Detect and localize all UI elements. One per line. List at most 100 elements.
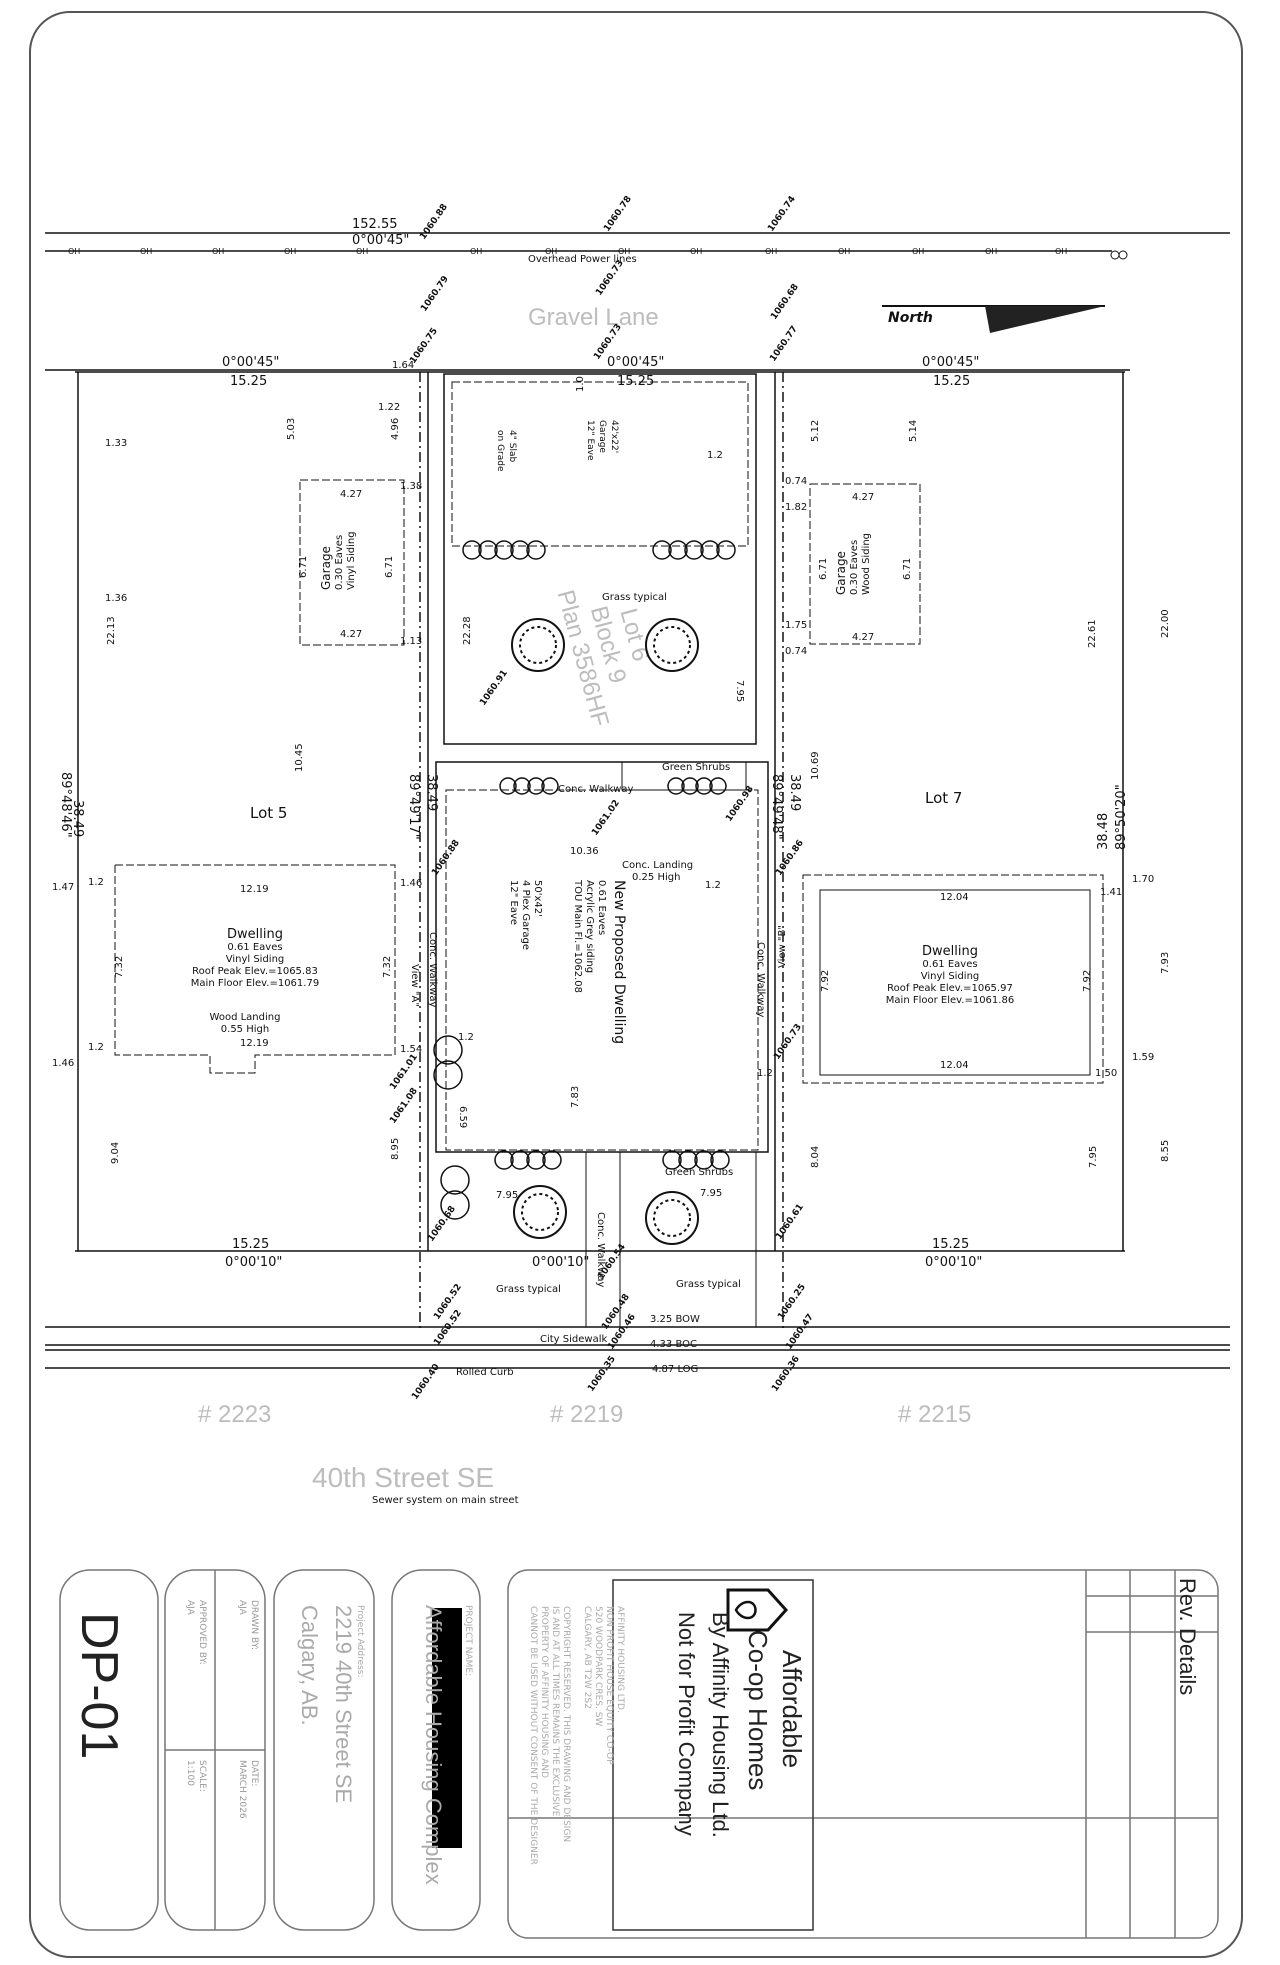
svg-text:Roof Peak Elev.=1065.97: Roof Peak Elev.=1065.97 (887, 983, 1013, 994)
svg-text:1.46: 1.46 (52, 1058, 74, 1069)
svg-text:North: North (888, 310, 933, 326)
svg-text:# 2215: # 2215 (898, 1401, 971, 1428)
title-block (59, 1569, 1219, 1939)
svg-text:Vinyl Siding: Vinyl Siding (346, 531, 357, 590)
svg-text:0°00'45": 0°00'45" (922, 355, 979, 370)
boundary-dimensions: 0°00'45" 15.25 0°00'45" 15.25 0°00'45" 1… (222, 355, 982, 1270)
svg-text:89°50'20": 89°50'20" (1114, 784, 1129, 850)
property-lines (75, 371, 1125, 1330)
svg-text:0°00'10": 0°00'10" (225, 1255, 282, 1270)
lot-7-label: Lot 7 (925, 789, 962, 807)
svg-text:Acrylic Grey siding: Acrylic Grey siding (584, 880, 595, 973)
svg-text:1.2: 1.2 (757, 1068, 773, 1079)
svg-text:OH: OH (985, 247, 997, 256)
svg-text:1060.25: 1060.25 (776, 1282, 808, 1321)
svg-text:Conc. Landing: Conc. Landing (622, 860, 693, 871)
svg-text:OH: OH (545, 247, 557, 256)
svg-text:SCALE:: SCALE: (197, 1760, 207, 1792)
svg-text:OH: OH (618, 247, 630, 256)
svg-text:15.25: 15.25 (933, 374, 970, 389)
svg-text:OH: OH (356, 247, 368, 256)
lot-7-dwelling (802, 874, 1104, 1084)
svg-text:1.2: 1.2 (707, 450, 723, 461)
rev-details: Rev. Details (1175, 1578, 1200, 1695)
sheet-border (29, 11, 1243, 1958)
svg-text:3.25 BOW: 3.25 BOW (650, 1314, 700, 1325)
svg-text:NON PROFIT HOUSE EQUITY CO-OP: NON PROFIT HOUSE EQUITY CO-OP (604, 1606, 614, 1765)
top-bearing: 0°00'45" (352, 233, 409, 248)
project-name: PROJECT NAME: Affordable Housing Complex (421, 1605, 473, 1885)
svg-text:OH: OH (68, 247, 80, 256)
svg-text:8.55: 8.55 (1160, 1140, 1171, 1162)
svg-text:5.03: 5.03 (286, 418, 297, 440)
surface-labels: Grass typical Green Shrubs Conc. Walkway… (409, 592, 788, 1295)
svg-text:38.49: 38.49 (70, 800, 85, 837)
svg-text:1060.35: 1060.35 (586, 1354, 618, 1393)
svg-text:Affordable Housing Complex: Affordable Housing Complex (421, 1605, 446, 1885)
svg-text:8.04: 8.04 (810, 1146, 821, 1168)
svg-text:By Affinity Housing Ltd.: By Affinity Housing Ltd. (708, 1612, 733, 1838)
svg-text:22.00: 22.00 (1160, 609, 1171, 638)
svg-text:1060.61: 1060.61 (774, 1202, 806, 1241)
side-bearing-lot5: 89°48'46" 38.49 (58, 772, 85, 838)
new-dwelling-label: New Proposed Dwelling 0.61 Eaves Acrylic… (572, 879, 627, 1044)
svg-text:22.28: 22.28 (462, 616, 473, 645)
svg-text:0.25 High: 0.25 High (632, 872, 680, 883)
svg-text:7.93: 7.93 (1160, 952, 1171, 974)
svg-text:15.25: 15.25 (617, 374, 654, 389)
svg-text:OH: OH (212, 247, 224, 256)
svg-text:4" Slab: 4" Slab (507, 430, 517, 462)
svg-text:1.64: 1.64 (392, 360, 414, 371)
svg-text:1060.47: 1060.47 (784, 1312, 816, 1351)
svg-text:38.48: 38.48 (1096, 813, 1111, 850)
svg-text:7.32: 7.32 (382, 956, 393, 978)
shrub-icons (433, 540, 736, 1220)
svg-text:1.22: 1.22 (378, 402, 400, 413)
svg-text:Conc. Walkway: Conc. Walkway (558, 784, 634, 795)
svg-text:7.95: 7.95 (496, 1190, 518, 1201)
svg-text:# 2223: # 2223 (198, 1401, 271, 1428)
slab-label: 4" Slab on Grade (495, 430, 517, 472)
svg-text:5.12: 5.12 (810, 420, 821, 442)
side-bearing-lot6-left: 89°49'17" 38.49 (406, 774, 439, 840)
garage-label: 42'x22' Garage 12" Eave (585, 420, 619, 461)
svg-text:12.19: 12.19 (240, 1038, 269, 1049)
svg-text:1.0: 1.0 (575, 376, 586, 392)
tree-icons (511, 618, 699, 1245)
svg-text:0.61 Eaves: 0.61 Eaves (922, 959, 977, 970)
dimension-labels: 1.64 1.22 1.33 1.36 5.03 4.96 1.38 4.27 … (52, 360, 1171, 1201)
svg-text:Calgary, AB.: Calgary, AB. (297, 1605, 322, 1726)
svg-text:COPYRIGHT RESERVED. THIS DRAWI: COPYRIGHT RESERVED. THIS DRAWING AND DES… (561, 1606, 571, 1842)
svg-text:1.38: 1.38 (400, 481, 422, 492)
svg-text:View "A": View "A" (409, 964, 420, 1007)
svg-text:1061.02: 1061.02 (590, 798, 622, 837)
svg-text:1.59: 1.59 (1132, 1052, 1154, 1063)
gravel-lane-label: Gravel Lane (528, 304, 659, 331)
svg-text:1.46: 1.46 (400, 878, 422, 889)
svg-text:MARCH 2026: MARCH 2026 (237, 1760, 247, 1819)
svg-text:7.92: 7.92 (820, 970, 831, 992)
svg-text:4.27: 4.27 (852, 492, 874, 503)
svg-text:1060.74: 1060.74 (766, 194, 798, 233)
project-address: Project Address: 2219 40th Street SE Cal… (297, 1605, 365, 1803)
street-labels: 3.25 BOW City Sidewalk 4.33 BOC 4.87 LOG… (372, 1314, 700, 1506)
svg-text:Garage: Garage (834, 551, 848, 595)
svg-text:New Proposed Dwelling: New Proposed Dwelling (611, 880, 627, 1044)
svg-text:Affordable: Affordable (777, 1650, 807, 1768)
svg-text:CANNOT BE USED WITHOUT CONSENT: CANNOT BE USED WITHOUT CONSENT OF THE DE… (528, 1606, 538, 1865)
svg-text:520 WOODPARK CRES. SW: 520 WOODPARK CRES. SW (593, 1606, 603, 1726)
svg-text:IS AND AT ALL TIMES REMAINS TH: IS AND AT ALL TIMES REMAINS THE EXCLUSIV… (550, 1606, 560, 1817)
svg-text:12" Eave: 12" Eave (585, 420, 595, 461)
sheet-number: DP-01 (70, 1612, 128, 1759)
svg-text:42'x22': 42'x22' (609, 420, 619, 453)
svg-text:Vinyl Siding: Vinyl Siding (226, 954, 285, 965)
svg-text:4.33 BOC: 4.33 BOC (650, 1339, 697, 1350)
svg-text:4.87 LOG: 4.87 LOG (652, 1364, 698, 1375)
lot-5-garage (299, 479, 405, 646)
svg-text:15.25: 15.25 (932, 1237, 969, 1252)
lot-5-label: Lot 5 (250, 804, 287, 822)
svg-text:1.36: 1.36 (105, 593, 127, 604)
svg-text:Grass typical: Grass typical (496, 1284, 561, 1295)
svg-text:Roof Peak Elev.=1065.83: Roof Peak Elev.=1065.83 (192, 966, 318, 977)
